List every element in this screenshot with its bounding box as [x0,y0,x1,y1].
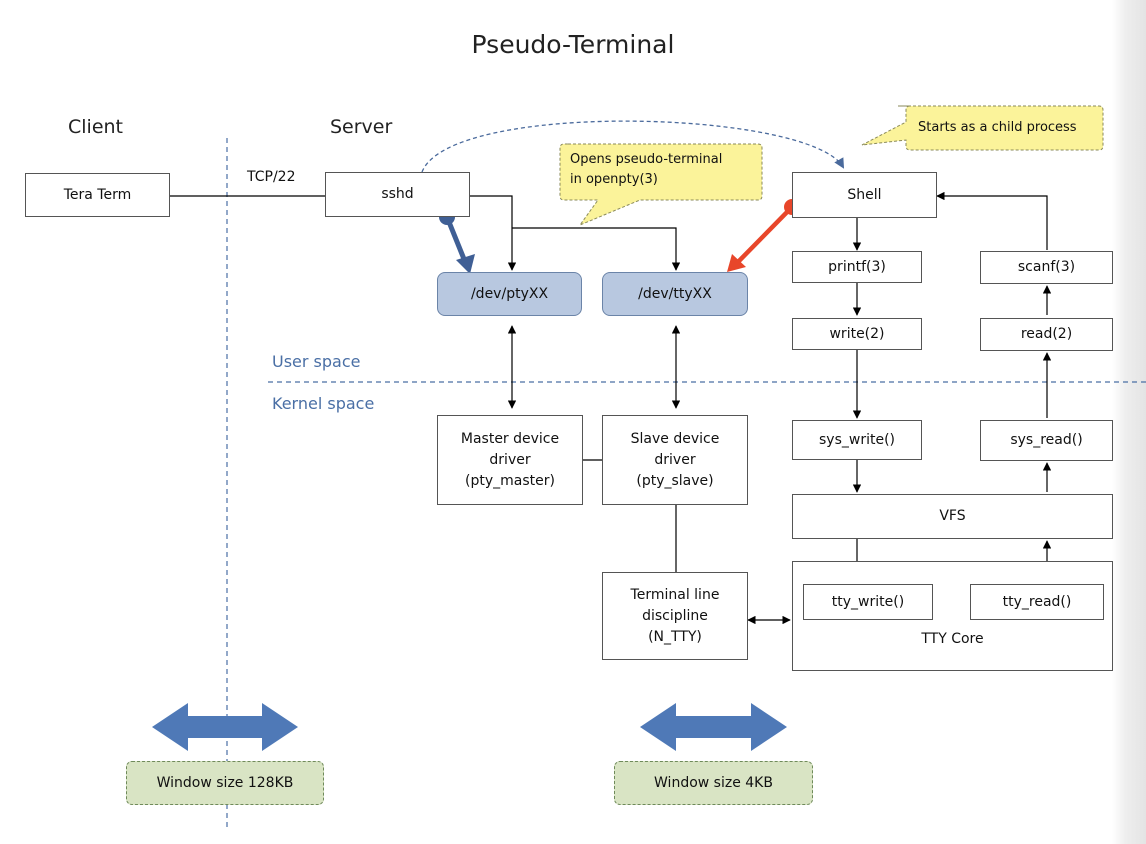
master-driver-box: Master device driver (pty_master) [437,415,583,505]
tcp-port-label: TCP/22 [247,169,296,185]
child-process-callout-text: Starts as a child process [918,120,1077,135]
spawn-shell-curve [421,120,845,173]
tty-core-label: TTY Core [921,631,984,647]
read-box: read(2) [980,318,1113,351]
pty-master-device: /dev/ptyXX [437,272,582,316]
server-heading: Server [330,116,393,138]
child-process-callout-bubble [861,105,1104,151]
tty-slave-device: /dev/ttyXX [602,272,748,316]
tera-term-box: Tera Term [25,173,170,217]
page-edge-shadow [1112,0,1146,844]
tty-write-box: tty_write() [803,584,933,620]
slave-fd-pointer [727,199,800,272]
sshd-to-ptyxx-wire [470,195,517,271]
client-window-double-arrow [152,703,298,751]
slave-driver-box: Slave device driver (pty_slave) [602,415,748,505]
user-space-label: User space [272,352,361,371]
client-heading: Client [68,116,124,138]
vfs-box: VFS [792,494,1113,539]
kernel-space-label: Kernel space [272,394,375,413]
sshd-to-ttyxx-wire [512,227,681,271]
openpty-callout-bubble [559,143,763,227]
sys-write-box: sys_write() [792,420,922,460]
sys-read-box: sys_read() [980,420,1113,461]
scanf-box: scanf(3) [980,251,1113,284]
shell-box: Shell [792,172,937,218]
diagram-title: Pseudo-Terminal [471,30,675,59]
line-discipline-box: Terminal line discipline (N_TTY) [602,572,748,660]
scanf-to-shell [936,191,1048,250]
write-box: write(2) [792,318,922,350]
server-window-double-arrow [640,703,787,751]
sshd-box: sshd [325,172,470,217]
openpty-callout-text: Opens pseudo-terminal in openpty(3) [570,152,723,187]
tty-read-box: tty_read() [970,584,1104,620]
server-window-size: Window size 4KB [614,761,813,805]
master-fd-pointer [439,209,475,274]
printf-box: printf(3) [792,251,922,283]
client-window-size: Window size 128KB [126,761,324,805]
